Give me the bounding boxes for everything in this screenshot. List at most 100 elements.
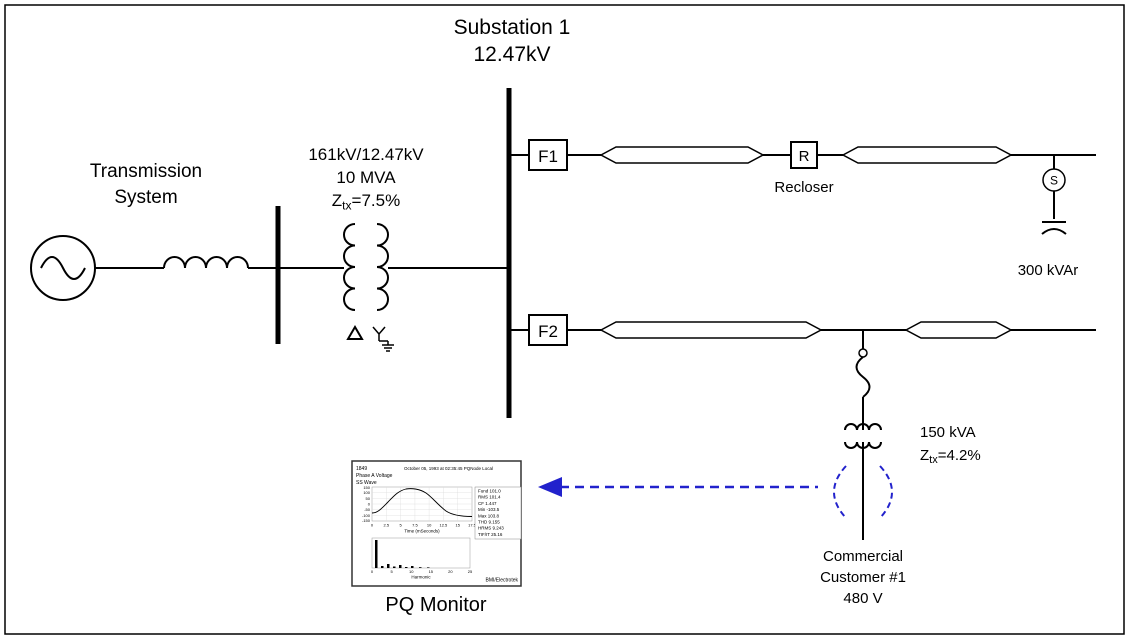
harm-xtick: 5	[390, 569, 393, 574]
pq-wave-type: SS Wave	[356, 480, 377, 486]
harmonic-plot-area	[371, 537, 471, 569]
pq-event-id: 1849	[356, 466, 367, 472]
service-tx-rating: 150 kVA	[920, 424, 976, 441]
harm-xtick: 25	[468, 569, 473, 574]
harmonic-bar	[427, 567, 430, 568]
harmonic-bar	[381, 566, 384, 568]
capacitor-switch-label: S	[1050, 174, 1058, 188]
f1-line-segment-2	[841, 146, 1013, 164]
harmonic-bar	[387, 564, 390, 568]
transmission-label-line2: System	[114, 187, 177, 208]
delta-icon	[346, 325, 364, 340]
pq-stat: RMS 101.4	[478, 495, 501, 500]
feeder2-breaker-label: F2	[538, 322, 558, 341]
monitor-coupling-icon	[833, 465, 893, 519]
pq-stat: HRMS 9.243	[478, 526, 504, 531]
waveform-trace	[371, 488, 473, 517]
labels: Substation 1 12.47kV Transmission System…	[90, 16, 1078, 616]
harmonic-bar	[411, 566, 414, 568]
pq-monitor-panel: 1849 October 05, 1993 at 02:35:45 PQNode…	[351, 460, 522, 587]
inductor-icon	[163, 256, 249, 269]
recloser-symbol: R	[799, 148, 810, 165]
feeder1-breaker-box	[528, 139, 568, 171]
recloser-box	[790, 141, 818, 169]
harm-xtick: 10	[409, 569, 414, 574]
wave-xtick: 7.5	[412, 523, 418, 528]
sine-wave-icon	[40, 256, 86, 280]
wave-ytick: 50	[366, 496, 371, 501]
harmonic-bar	[405, 567, 408, 568]
wave-xtick: 10	[427, 523, 432, 528]
diagram-title-line2: 12.47kV	[473, 43, 550, 66]
tap-node-circle	[858, 348, 868, 358]
z-sub: tx	[929, 454, 938, 466]
recloser-label: Recloser	[774, 179, 833, 196]
pq-monitor-label: PQ Monitor	[385, 594, 486, 616]
customer-label-line3: 480 V	[843, 590, 882, 607]
pq-stat: Max 103.8	[478, 513, 500, 518]
transmission-label-line1: Transmission	[90, 161, 202, 182]
capacitor-switch-circle	[1042, 168, 1066, 192]
harmonic-bar	[399, 565, 402, 568]
wave-xtick: 5	[399, 523, 402, 528]
wave-ytick: 100	[363, 490, 370, 495]
outer-border	[4, 4, 1125, 635]
harm-xtick: 0	[371, 569, 374, 574]
pq-stat: Fund 101.0	[478, 489, 501, 494]
z-pre: Z	[920, 447, 929, 464]
pq-stat: CF 1.447	[478, 501, 497, 506]
pq-channel: Phase A Voltage	[356, 473, 393, 479]
waveform-chart: 150 100 50 0 -50 -100 -150 0 2.5 5 7.5 1…	[362, 485, 477, 534]
fuse-icon	[855, 356, 871, 398]
transformer-primary-winding	[343, 223, 356, 311]
monitor-coupling-left-arc	[833, 465, 847, 519]
main-tx-rating-line2: 10 MVA	[336, 168, 396, 187]
wave-xtick: 0	[371, 523, 374, 528]
wave-ytick: -50	[364, 507, 371, 512]
wave-xtick: 12.5	[440, 523, 449, 528]
monitor-arrow	[538, 477, 818, 497]
pq-brand: BMI/Electrotek	[485, 578, 518, 584]
main-transformer-icon	[343, 223, 394, 352]
wave-ytick: 150	[363, 485, 370, 490]
feeder2-breaker-box	[528, 314, 568, 346]
z-post: =7.5%	[352, 191, 401, 210]
z-sub: tx	[342, 199, 351, 213]
harmonic-bar	[393, 566, 396, 568]
pq-stats-frame	[474, 486, 522, 540]
monitor-coupling-right-arc	[879, 465, 893, 519]
wave-ytick: 0	[368, 502, 371, 507]
harmonic-bar	[419, 567, 422, 568]
z-pre: Z	[332, 191, 342, 210]
transformer-secondary-winding	[376, 223, 389, 311]
f1-line-segment-1	[599, 146, 765, 164]
pq-stat: THD 9.155	[478, 520, 500, 525]
diagram-title-line1: Substation 1	[454, 16, 571, 39]
customer-label-line2: Customer #1	[820, 569, 906, 586]
harmonic-bar	[375, 540, 378, 568]
main-tx-impedance: Ztx=7.5%	[332, 191, 400, 213]
waveform-xlabel: Time (mSeconds)	[404, 529, 440, 534]
z-post: =4.2%	[938, 447, 981, 464]
wave-ytick: -100	[362, 513, 371, 518]
transmission-source-icon	[30, 235, 96, 301]
capacitor-bank-label: 300 kVAr	[1018, 262, 1079, 279]
pq-stat: Min -103.5	[478, 507, 500, 512]
pq-header: October 05, 1993 at 02:35:45 PQNode Loca…	[404, 466, 493, 471]
harmonic-chart: 0 5 10 15 20 25 Harmonic BMI/Electrotek	[371, 537, 518, 584]
service-tx-impedance: Ztx=4.2%	[920, 447, 981, 466]
wave-xtick: 15	[455, 523, 460, 528]
service-transformer-icon	[844, 423, 882, 449]
harm-xtick: 20	[448, 569, 453, 574]
f2-line-segment-1	[599, 321, 823, 339]
main-tx-rating-line1: 161kV/12.47kV	[308, 145, 424, 164]
wiring	[95, 154, 1096, 540]
capacitor-plate-bottom	[1041, 228, 1067, 235]
monitor-arrow-head-icon	[538, 477, 562, 497]
wave-xtick: 2.5	[384, 523, 390, 528]
harm-xtick: 15	[429, 569, 434, 574]
feeder1-breaker-label: F1	[538, 147, 558, 166]
harmonic-bars	[375, 540, 430, 568]
